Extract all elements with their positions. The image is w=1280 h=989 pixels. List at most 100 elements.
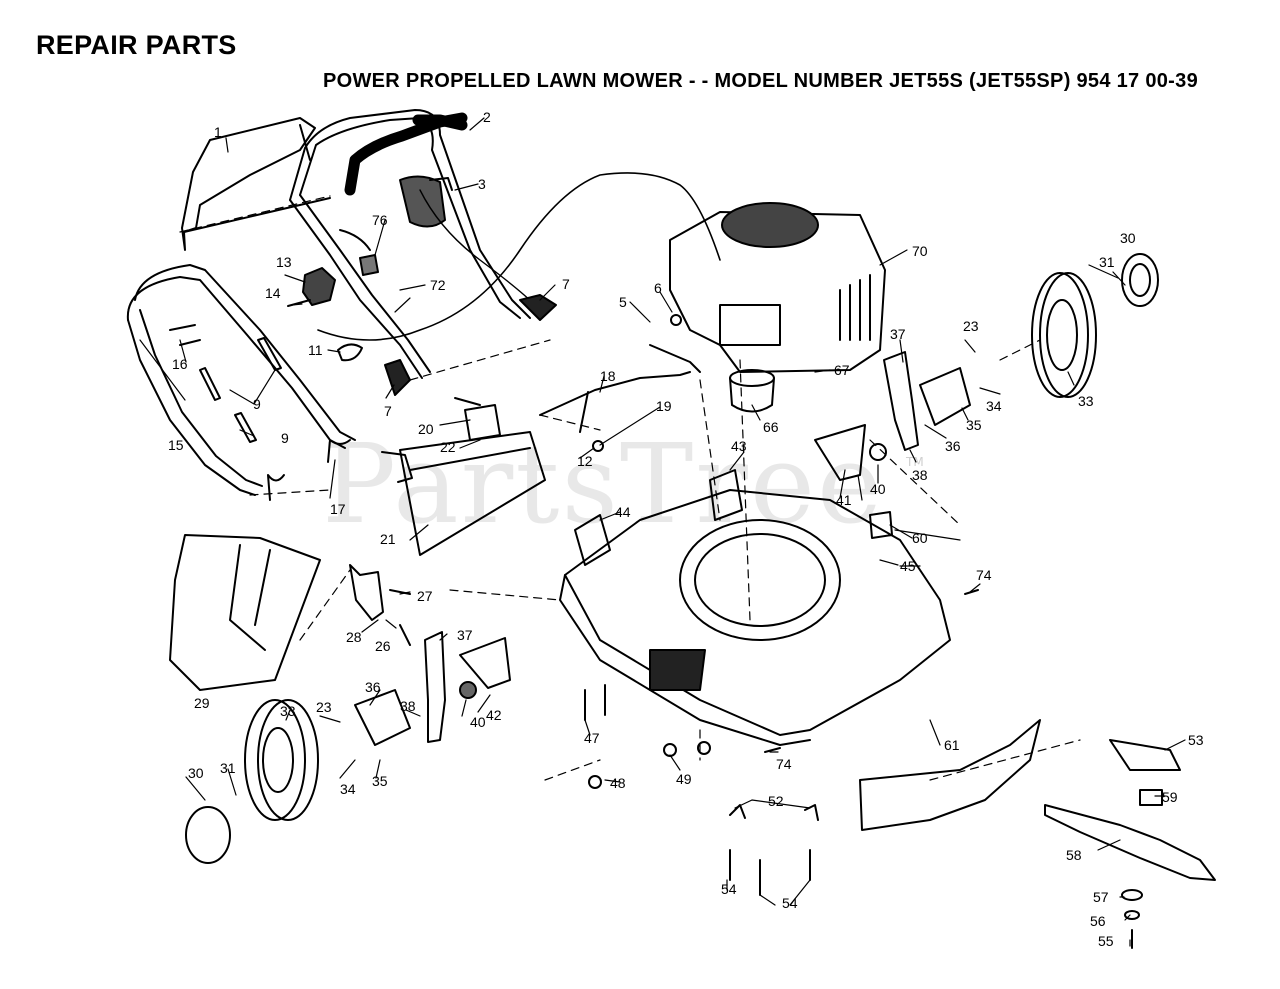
- spring-part: [389, 589, 411, 595]
- callout-label: 33: [1078, 393, 1094, 409]
- idler-bracket-part: [709, 469, 743, 521]
- handle-knob-part: [384, 359, 411, 396]
- callout-label: 56: [1090, 913, 1106, 929]
- bolt-part: [729, 849, 811, 896]
- page-subtitle: POWER PROPELLED LAWN MOWER - - MODEL NUM…: [322, 70, 1198, 92]
- lock-washer-part: [1124, 910, 1140, 920]
- callout-label: 31: [220, 760, 236, 776]
- callout-label: 11: [308, 342, 323, 358]
- callout-label: 47: [584, 730, 600, 746]
- callout-label: 14: [265, 285, 281, 301]
- gear-plate-part: [814, 424, 866, 481]
- bag-bracket-part: [349, 564, 384, 621]
- callout-label: 44: [615, 504, 631, 520]
- handle-knob-part: [519, 294, 557, 321]
- callout-label: 30: [1120, 230, 1136, 246]
- callout-label: 76: [372, 212, 388, 228]
- callout-label: 22: [440, 439, 456, 455]
- pivot-bracket-part: [574, 514, 611, 566]
- link-part: [199, 367, 221, 401]
- callout-label: 1: [214, 124, 222, 140]
- page-title: REPAIR PARTS: [36, 30, 237, 60]
- callout-label: 13: [276, 254, 292, 270]
- adjuster-knob-part: [883, 351, 919, 451]
- callout-label: 29: [194, 695, 210, 711]
- blade-adapter-part: [1109, 739, 1181, 771]
- screw-part: [764, 589, 979, 753]
- callout-label: 34: [340, 781, 356, 797]
- pulley-part: [729, 369, 775, 413]
- callout-label: 54: [721, 881, 737, 897]
- callout-label: 42: [486, 707, 502, 723]
- grass-bag-part: [169, 534, 321, 691]
- wheel-part: [244, 699, 319, 821]
- callout-label: 21: [380, 531, 396, 547]
- callout-label: 60: [912, 530, 928, 546]
- callout-label: 49: [676, 771, 692, 787]
- callout-label: 36: [365, 679, 381, 695]
- callout-label: 41: [836, 492, 852, 508]
- drive-rod-part: [539, 371, 691, 433]
- blade-part: [1044, 804, 1216, 881]
- callout-label: 9: [253, 396, 261, 412]
- callout-label: 23: [963, 318, 979, 334]
- callout-label: 57: [1093, 889, 1109, 905]
- callout-label: 36: [945, 438, 961, 454]
- callout-label: 53: [1188, 732, 1204, 748]
- washer-part: [1121, 889, 1143, 901]
- callout-label: 5: [619, 294, 627, 310]
- callout-label: 38: [400, 698, 416, 714]
- chute-deflector-part: [181, 117, 331, 251]
- callout-label: 61: [944, 737, 960, 753]
- skirt-part: [859, 719, 1041, 831]
- height-adjuster-part: [919, 367, 971, 426]
- callout-label: 43: [731, 438, 747, 454]
- callout-label: 58: [1066, 847, 1082, 863]
- link-part: [257, 337, 282, 371]
- callout-label: 20: [418, 421, 434, 437]
- decal-part: [869, 511, 893, 539]
- callout-label: 67: [834, 362, 850, 378]
- callout-label: 48: [610, 775, 626, 791]
- callout-label: 15: [168, 437, 184, 453]
- callout-label: 59: [1162, 789, 1178, 805]
- lower-handle-part: [126, 264, 356, 496]
- nut-part: [663, 743, 677, 757]
- pin-part: [399, 624, 411, 646]
- hairpin-clip-part: [327, 439, 351, 463]
- callout-label: 12: [577, 453, 593, 469]
- callout-label: 23: [316, 699, 332, 715]
- callout-label: 70: [912, 243, 928, 259]
- callout-label: 66: [763, 419, 779, 435]
- callout-label: 54: [782, 895, 798, 911]
- bolt-part: [169, 324, 201, 346]
- rear-flap-part: [399, 431, 546, 556]
- callout-label: 38: [912, 467, 928, 483]
- spacer-part: [459, 681, 477, 699]
- upper-handle-part: [289, 109, 531, 379]
- callout-label: 34: [986, 398, 1002, 414]
- callout-label: 7: [384, 403, 392, 419]
- height-adjuster-part: [354, 689, 411, 746]
- callout-label: 45: [900, 558, 916, 574]
- callout-label: 3: [478, 176, 486, 192]
- wheel-part: [1031, 272, 1097, 398]
- callout-label: 40: [470, 714, 486, 730]
- handle-grip-part: [344, 112, 468, 196]
- callout-label: 16: [172, 356, 188, 372]
- callout-label: 19: [656, 398, 672, 414]
- deck-part: [559, 489, 951, 746]
- key-part: [1139, 789, 1163, 806]
- callout-label: 55: [1098, 933, 1114, 949]
- hubcap-part: [185, 806, 231, 864]
- callout-label: 52: [768, 793, 784, 809]
- callout-label: 72: [430, 277, 446, 293]
- callout-label: 18: [600, 368, 616, 384]
- cable-guide-part: [359, 254, 379, 276]
- callout-label: 7: [562, 276, 570, 292]
- callout-label: 74: [776, 756, 792, 772]
- nut-part: [588, 775, 602, 789]
- callout-label: 28: [346, 629, 362, 645]
- adjuster-knob-part: [424, 631, 446, 743]
